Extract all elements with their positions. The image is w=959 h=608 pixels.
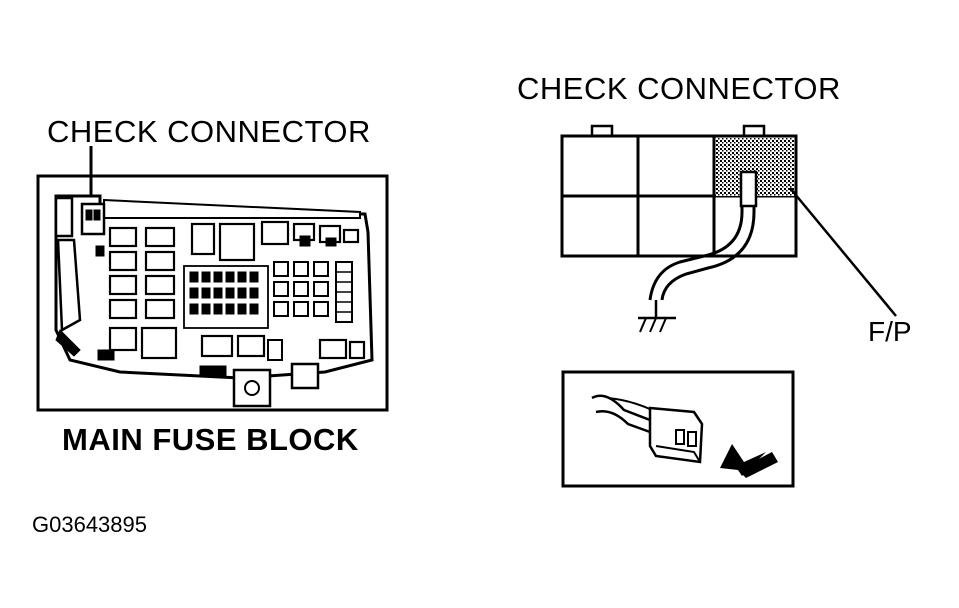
main-fuse-block-label: MAIN FUSE BLOCK	[62, 422, 359, 457]
right-check-connector-label: CHECK CONNECTOR	[517, 71, 841, 106]
insert-arrow-icon	[720, 444, 766, 476]
jumper-probe	[739, 170, 758, 208]
figure-code: G03643895	[32, 512, 147, 537]
fuse-block-illustration	[36, 146, 389, 412]
check-connector-block	[80, 202, 106, 236]
fp-terminal-label: F/P	[868, 316, 912, 347]
fp-leader-line	[789, 187, 897, 317]
check-connector-detail	[560, 124, 897, 333]
fuse-block-frame	[36, 174, 389, 412]
left-check-connector-label: CHECK CONNECTOR	[47, 114, 371, 149]
connector-inset	[561, 370, 795, 488]
